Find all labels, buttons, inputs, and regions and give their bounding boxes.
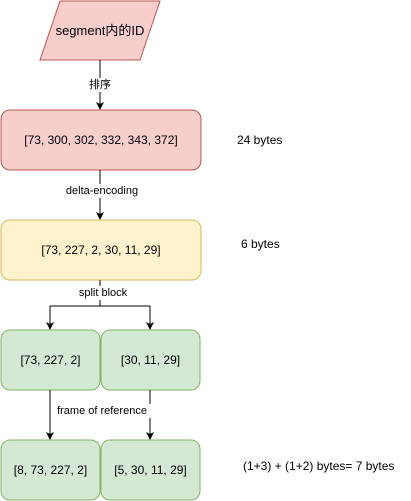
for-size-note: (1+3) + (1+2) bytes= 7 bytes <box>243 459 395 473</box>
for-right-box <box>100 439 201 501</box>
delta-encoding-edge-label: delta-encoding <box>62 184 142 198</box>
for-left-label: [8, 73, 227, 2] <box>13 463 88 477</box>
sorted-array-box <box>0 109 202 171</box>
delta-size-note: 6 bytes <box>241 237 280 251</box>
segment-ids-shape <box>39 0 161 61</box>
delta-array-label: [73, 227, 2, 30, 11, 29] <box>41 243 161 257</box>
split-block-edge-label: split block <box>74 286 132 300</box>
for-left-box <box>0 439 101 501</box>
segment-ids-label: segment内的ID <box>55 23 145 38</box>
sort-edge-label: 排序 <box>85 78 115 92</box>
for-right-label: [5, 30, 11, 29] <box>114 463 187 477</box>
frame-of-reference-edge-label: frame of reference <box>53 404 151 418</box>
delta-array-box <box>0 219 202 281</box>
sorted-size-note: 24 bytes <box>237 133 283 147</box>
block-left-label: [73, 227, 2] <box>20 353 81 367</box>
block-right-label: [30, 11, 29] <box>120 353 181 367</box>
sorted-array-label: [73, 300, 302, 332, 343, 372] <box>24 133 178 147</box>
